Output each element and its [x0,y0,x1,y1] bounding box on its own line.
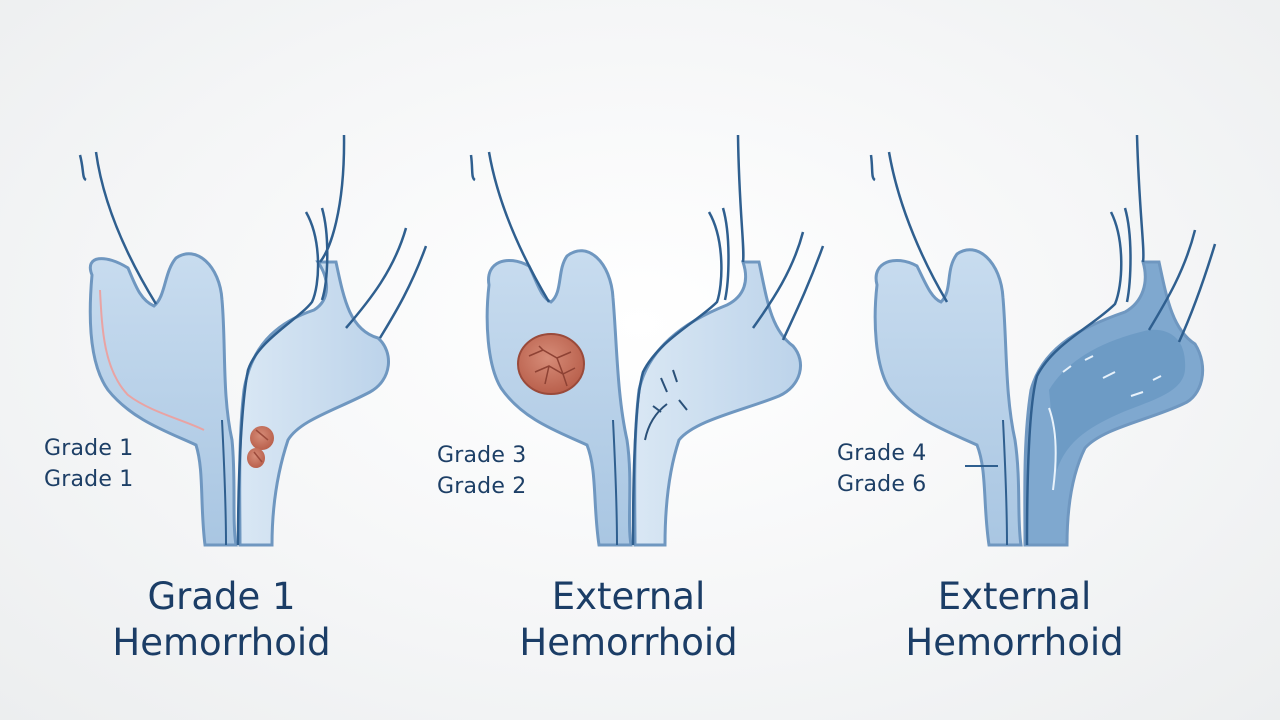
panel-caption: Grade 1 Hemorrhoid [8,574,435,666]
panel-grade-4-external: Grade 4 Grade 6 External Hemorrhoid [837,0,1280,720]
side-label-group: Grade 1 Grade 1 [44,433,133,495]
anal-canal-illustration [469,134,825,547]
side-label-line-1: Grade 1 [44,436,134,461]
panel-caption: External Hemorrhoid [801,574,1228,666]
right-tissue-wall [633,260,802,547]
side-label-group: Grade 4 Grade 6 [837,438,926,500]
caption-line-2: Hemorrhoid [519,621,738,664]
side-label-line-1: Grade 4 [837,441,927,466]
caption-line-1: External [551,575,706,618]
side-label-line-2: Grade 1 [44,467,134,492]
left-tissue-lobe [88,252,238,547]
caption-line-1: External [937,575,1092,618]
caption-line-2: Hemorrhoid [905,621,1124,664]
anal-canal-illustration [869,134,1217,547]
caption-line-1: Grade 1 [147,575,296,618]
side-label-line-2: Grade 6 [837,472,927,497]
hemorrhoid-lump [517,333,585,395]
panel-grade-3-external: Grade 3 Grade 2 External Hemorrhoid [427,0,854,720]
side-label-group: Grade 3 Grade 2 [437,440,526,502]
anal-canal-illustration [78,134,427,547]
left-tissue-lobe [873,248,1023,547]
panel-grade-1: Grade 1 Grade 1 Grade 1 Hemorrhoid [0,0,427,720]
side-label-line-1: Grade 3 [437,443,527,468]
caption-line-2: Hemorrhoid [112,621,331,664]
side-label-line-2: Grade 2 [437,474,527,499]
panel-caption: External Hemorrhoid [415,574,842,666]
hemorrhoid-lump [247,426,274,468]
